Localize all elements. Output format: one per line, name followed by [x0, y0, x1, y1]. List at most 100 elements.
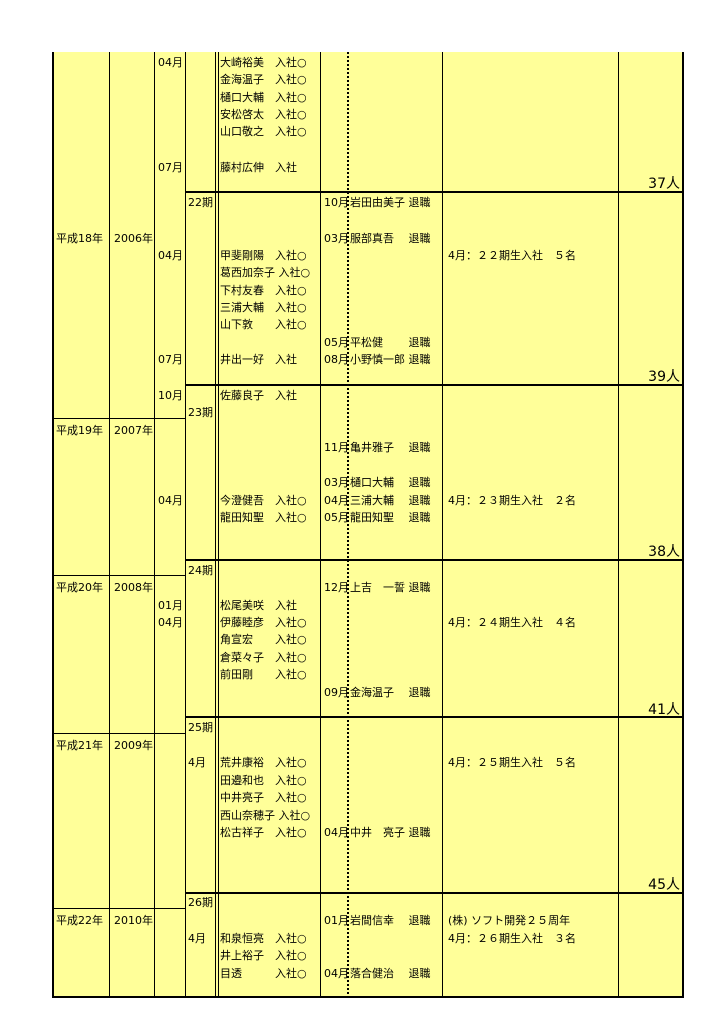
retire-name-cell: 中井 亮子 退職 — [350, 826, 431, 839]
headcount-cell: 38人 — [648, 544, 680, 560]
hire-name-cell: 中井亮子 入社○ — [220, 791, 307, 804]
hire-name-cell: 和泉恒亮 入社○ — [220, 932, 307, 945]
retire-name-cell: 上吉 一誓 退職 — [350, 581, 431, 594]
hire-name-cell: 葛西加奈子 入社○ — [220, 266, 311, 279]
retire-name-cell: 岩田由美子 退職 — [350, 196, 431, 209]
hire-name-cell: 倉菜々子 入社○ — [220, 651, 307, 664]
hire-month-cell: 04月 — [158, 249, 183, 262]
year-divider — [52, 575, 185, 576]
heisei-year-cell: 平成18年 — [56, 232, 103, 245]
headcount-cell: 45人 — [648, 877, 680, 893]
retire-month-cell: 01月 — [324, 914, 349, 927]
col-line-month — [185, 52, 186, 998]
retire-month-cell: 04月 — [324, 967, 349, 980]
retire-name-cell: 岩間信幸 退職 — [350, 914, 431, 927]
hire-name-cell: 荒井康裕 入社○ — [220, 756, 307, 769]
retire-name-cell: 金海温子 退職 — [350, 686, 431, 699]
retire-month-cell: 05月 — [324, 336, 349, 349]
year-divider — [52, 418, 185, 419]
retire-month-cell: 04月 — [324, 826, 349, 839]
retire-name-cell: 亀井雅子 退職 — [350, 441, 431, 454]
fiscal-period-cell: 26期 — [188, 896, 213, 909]
fiscal-period-cell: 25期 — [188, 721, 213, 734]
hire-month-cell: 04月 — [158, 56, 183, 69]
period-divider — [185, 716, 684, 718]
retire-month-cell: 04月 — [324, 494, 349, 507]
col-line-note — [442, 52, 443, 998]
retire-month-cell: 05月 — [324, 511, 349, 524]
note-cell: 4月：２５期生入社 ５名 — [448, 756, 576, 769]
hire-name-cell: 角宣宏 入社○ — [220, 633, 307, 646]
retire-month-cell: 03月 — [324, 232, 349, 245]
retire-month-cell: 03月 — [324, 476, 349, 489]
hire-name-cell: 井出一好 入社 — [220, 353, 297, 366]
retire-name-cell: 龍田知聖 退職 — [350, 511, 431, 524]
col-line-retname — [347, 52, 349, 998]
retire-month-cell: 09月 — [324, 686, 349, 699]
hire-name-cell: 田邉和也 入社○ — [220, 774, 307, 787]
hire-name-cell: 目透 入社○ — [220, 967, 307, 980]
western-year-cell: 2007年 — [114, 424, 153, 437]
hire-name-cell: 伊藤睦彦 入社○ — [220, 616, 307, 629]
heisei-year-cell: 平成21年 — [56, 739, 103, 752]
period-divider — [185, 892, 684, 894]
col-line-period — [215, 52, 216, 998]
hire-month-cell: 04月 — [158, 494, 183, 507]
period-divider — [185, 559, 684, 561]
col-line-retmonth — [320, 52, 321, 998]
headcount-cell: 39人 — [648, 369, 680, 385]
year-divider — [52, 733, 185, 734]
headcount-cell: 37人 — [648, 176, 680, 192]
hire-month-cell: 07月 — [158, 353, 183, 366]
note-cell: 4月：２４期生入社 ４名 — [448, 616, 576, 629]
col-line-name — [218, 52, 219, 998]
hire-name-cell: 樋口大輔 入社○ — [220, 91, 307, 104]
note-cell: 4月：２２期生入社 ５名 — [448, 249, 576, 262]
heisei-year-cell: 平成22年 — [56, 914, 103, 927]
col-line-heisei — [109, 52, 110, 998]
fiscal-period-cell: 24期 — [188, 564, 213, 577]
hire-month-cell: 4月 — [188, 756, 206, 769]
table-bottom-border — [52, 996, 684, 998]
hire-name-cell: 安松啓太 入社○ — [220, 108, 307, 121]
hire-name-cell: 佐藤良子 入社 — [220, 389, 297, 402]
hire-name-cell: 山口敬之 入社○ — [220, 125, 307, 138]
retire-name-cell: 服部真吾 退職 — [350, 232, 431, 245]
headcount-cell: 41人 — [648, 702, 680, 718]
hire-name-cell: 西山奈穂子 入社○ — [220, 809, 311, 822]
hire-name-cell: 藤村広伸 入社 — [220, 161, 297, 174]
col-line-right — [682, 52, 684, 998]
retire-month-cell: 08月 — [324, 353, 349, 366]
note-cell: (株) ソフト開発２５周年 — [448, 914, 571, 927]
col-line-count — [618, 52, 619, 998]
note-cell: 4月：２６期生入社 ３名 — [448, 932, 576, 945]
western-year-cell: 2006年 — [114, 232, 153, 245]
hire-name-cell: 三浦大輔 入社○ — [220, 301, 307, 314]
hire-name-cell: 山下敦 入社○ — [220, 318, 307, 331]
retire-name-cell: 三浦大輔 退職 — [350, 494, 431, 507]
hire-month-cell: 04月 — [158, 616, 183, 629]
year-divider — [52, 908, 185, 909]
western-year-cell: 2008年 — [114, 581, 153, 594]
hire-name-cell: 松古祥子 入社○ — [220, 826, 307, 839]
fiscal-period-cell: 23期 — [188, 406, 213, 419]
hire-name-cell: 金海温子 入社○ — [220, 73, 307, 86]
retire-month-cell: 10月 — [324, 196, 349, 209]
heisei-year-cell: 平成19年 — [56, 424, 103, 437]
col-line-year — [154, 52, 155, 998]
hire-month-cell: 01月 — [158, 599, 183, 612]
hire-month-cell: 07月 — [158, 161, 183, 174]
retire-name-cell: 小野慎一郎 退職 — [350, 353, 431, 366]
retire-month-cell: 12月 — [324, 581, 349, 594]
period-divider — [185, 384, 684, 386]
heisei-year-cell: 平成20年 — [56, 581, 103, 594]
hire-name-cell: 龍田知聖 入社○ — [220, 511, 307, 524]
retire-name-cell: 樋口大輔 退職 — [350, 476, 431, 489]
hire-name-cell: 松尾美咲 入社 — [220, 599, 297, 612]
retire-name-cell: 落合健治 退職 — [350, 967, 431, 980]
western-year-cell: 2010年 — [114, 914, 153, 927]
western-year-cell: 2009年 — [114, 739, 153, 752]
fiscal-period-cell: 22期 — [188, 196, 213, 209]
retire-month-cell: 11月 — [324, 441, 349, 454]
period-divider — [185, 191, 684, 193]
